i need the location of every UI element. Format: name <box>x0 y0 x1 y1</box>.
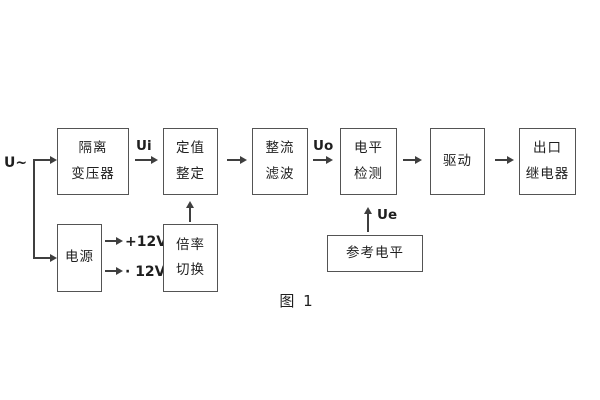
connector-switch-to-setting <box>189 208 191 222</box>
arrowhead-up-icon <box>186 201 194 208</box>
connector-power-neg-rail <box>105 270 117 272</box>
arrowhead-right-icon <box>326 156 333 164</box>
connector-drive-to-relay <box>495 159 508 161</box>
arrowhead-right-icon <box>240 156 247 164</box>
block-multiplier-switch: 倍率 切换 <box>163 224 218 292</box>
block-label-line1: 电平 <box>354 140 383 156</box>
connector-reference-to-detect <box>367 214 369 232</box>
block-label-line2: 整定 <box>176 165 205 182</box>
block-reference-level: 参考电平 <box>327 235 423 272</box>
block-label: 电源 <box>65 249 94 266</box>
arrowhead-right-icon <box>415 156 422 164</box>
connector-transformer-to-setting <box>135 159 152 161</box>
input-signal-label: U~ <box>4 155 28 171</box>
block-label-line1: 倍率 <box>176 236 205 253</box>
arrowhead-right-icon <box>116 267 123 275</box>
block-label-line2: 检测 <box>354 165 383 182</box>
signal-label-ui: Ui <box>136 138 152 154</box>
block-label-line2: 变压器 <box>71 165 115 182</box>
figure-caption: 图 1 <box>279 292 315 310</box>
power-neg-label: · 12V <box>125 264 166 280</box>
connector-rectifier-to-detect <box>313 159 327 161</box>
block-label-line2: 切换 <box>176 262 205 278</box>
block-power-supply: 电源 <box>57 224 102 292</box>
arrowhead-right-icon <box>116 237 123 245</box>
block-isolation-transformer: 隔离 变压器 <box>57 128 129 195</box>
block-value-setting: 定值 整定 <box>163 128 218 195</box>
block-label-line1: 出口 <box>533 140 562 156</box>
block-label-line1: 隔离 <box>78 140 108 156</box>
block-label-line2: 继电器 <box>525 165 570 182</box>
connector-power-pos-rail <box>105 240 117 242</box>
block-exit-relay: 出口 继电器 <box>519 128 576 195</box>
block-label-line1: 整流 <box>265 140 295 156</box>
block-label-line2: 滤波 <box>265 165 295 182</box>
block-label: 驱动 <box>443 152 472 169</box>
arrowhead-right-icon <box>151 156 158 164</box>
block-label-line1: 定值 <box>176 140 205 156</box>
arrowhead-right-icon <box>50 254 57 262</box>
block-drive: 驱动 <box>430 128 485 195</box>
block-level-detect: 电平 检测 <box>340 128 397 195</box>
connector-input-to-transformer <box>33 159 51 161</box>
signal-label-ue: Ue <box>377 207 398 223</box>
block-label: 参考电平 <box>346 244 404 261</box>
input-branch-line <box>33 159 35 258</box>
arrowhead-up-icon <box>364 207 372 214</box>
connector-setting-to-rectifier <box>227 159 241 161</box>
arrowhead-right-icon <box>507 156 514 164</box>
power-pos-label: +12V <box>125 234 168 250</box>
block-rectify-filter: 整流 滤波 <box>252 128 308 195</box>
connector-input-to-power <box>33 257 51 259</box>
signal-label-uo: Uo <box>313 138 334 154</box>
arrowhead-right-icon <box>50 156 57 164</box>
connector-detect-to-drive <box>403 159 416 161</box>
